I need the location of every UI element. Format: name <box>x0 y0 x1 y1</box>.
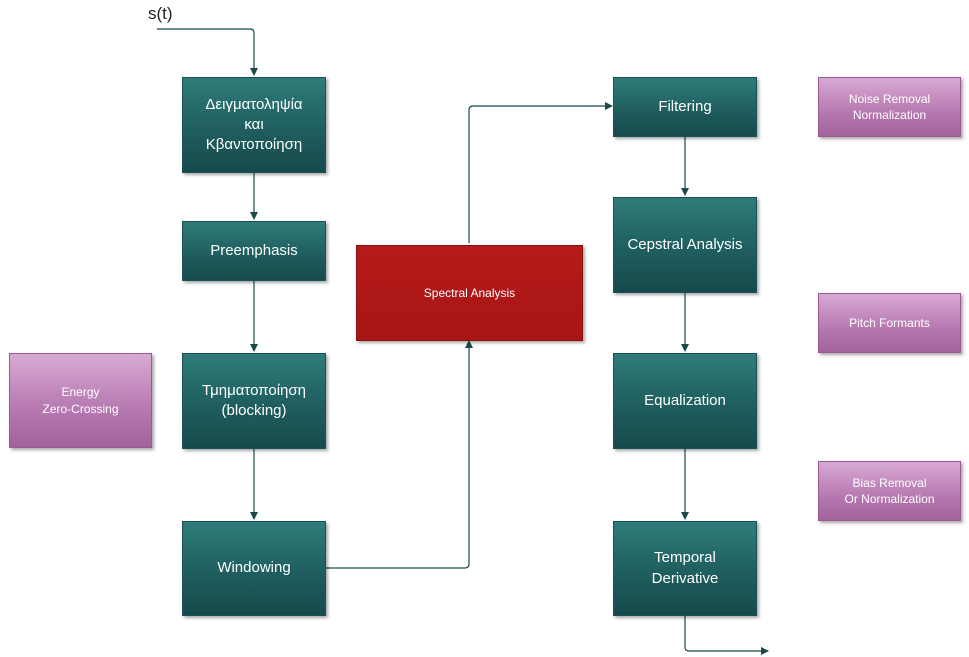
preemphasis-block[interactable]: Preemphasis <box>182 221 326 281</box>
energy-zero-crossing-note: Energy Zero-Crossing <box>9 353 152 448</box>
connector-output <box>684 616 769 655</box>
connector-input <box>157 28 258 76</box>
spectral-analysis-block[interactable]: Spectral Analysis <box>356 245 583 341</box>
filtering-block[interactable]: Filtering <box>613 77 757 137</box>
windowing-block[interactable]: Windowing <box>182 521 326 616</box>
cepstral-analysis-block[interactable]: Cepstral Analysis <box>613 197 757 293</box>
temporal-derivative-block[interactable]: Temporal Derivative <box>613 521 757 616</box>
sampling-quantization-block[interactable]: Δειγματοληψία και Κβαντοποίηση <box>182 77 326 173</box>
input-signal-label: s(t) <box>148 4 173 23</box>
connector-spectral-filtering <box>468 102 613 243</box>
pitch-formants-note: Pitch Formants <box>818 293 961 353</box>
noise-removal-note: Noise Removal Normalization <box>818 77 961 137</box>
equalization-block[interactable]: Equalization <box>613 353 757 449</box>
bias-removal-note: Bias Removal Or Normalization <box>818 461 961 521</box>
connector-windowing-spectral <box>326 340 473 569</box>
blocking-block[interactable]: Τμηματοποίηση (blocking) <box>182 353 326 449</box>
